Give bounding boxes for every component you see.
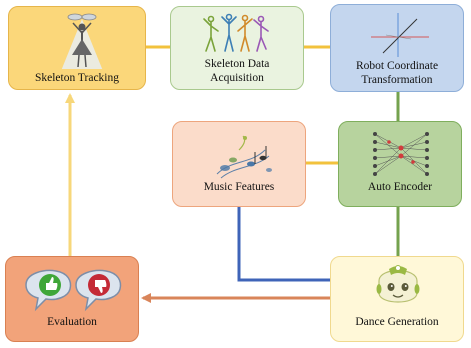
node-skeleton-data-acquisition: Skeleton Data Acquisition	[170, 6, 304, 90]
node-dance-generation: Dance Generation	[330, 256, 464, 342]
robot-head-icon	[376, 265, 420, 303]
node-skeleton-data-acquisition-label-1: Skeleton Data	[204, 58, 270, 70]
node-dance-generation-label: Dance Generation	[355, 316, 439, 328]
node-music-features-label: Music Features	[203, 181, 275, 193]
node-auto-encoder-label: Auto Encoder	[367, 181, 433, 193]
neural-network-icon	[373, 132, 429, 176]
node-robot-coordinate-transformation-label-1: Robot Coordinate	[355, 60, 439, 72]
node-robot-coordinate-transformation-label-2: Transformation	[361, 74, 433, 86]
node-evaluation: Evaluation	[5, 256, 139, 342]
node-evaluation-label: Evaluation	[47, 316, 97, 328]
skeleton-figures-icon	[203, 13, 269, 52]
node-music-features: Music Features	[172, 121, 306, 207]
node-auto-encoder: Auto Encoder	[338, 121, 462, 207]
coordinate-axes-icon	[371, 13, 429, 57]
node-skeleton-tracking-label: Skeleton Tracking	[34, 72, 119, 84]
node-robot-coordinate-transformation: Robot Coordinate Transformation	[330, 4, 464, 92]
feedback-bubbles-icon	[25, 269, 122, 312]
node-skeleton-tracking: Skeleton Tracking	[8, 6, 146, 90]
node-skeleton-data-acquisition-label-2: Acquisition	[210, 72, 264, 84]
music-notes-icon	[216, 135, 272, 179]
dancer-icon	[61, 13, 103, 69]
edge-music-to-dance	[237, 207, 330, 282]
